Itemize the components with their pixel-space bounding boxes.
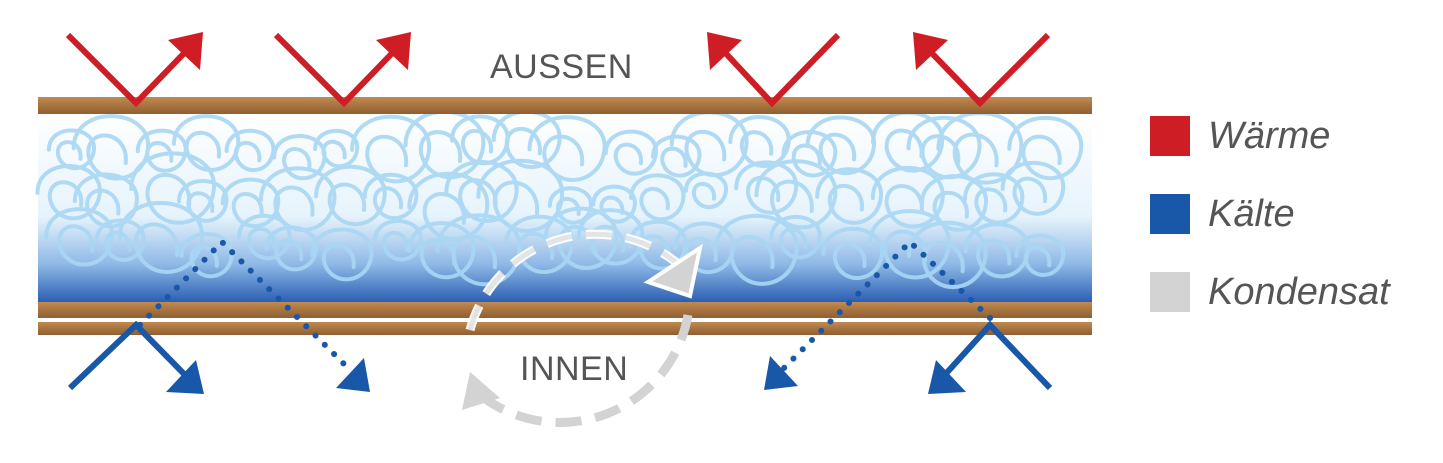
- fiber-loop: [179, 232, 234, 279]
- inside-label: INNEN: [520, 350, 629, 388]
- cold-arrows: [67, 320, 1053, 391]
- fiber-loop: [1014, 233, 1066, 277]
- legend-item-cold: Kälte: [1150, 192, 1390, 235]
- outer-board: [38, 97, 1092, 114]
- heat-arrowheads: [168, 32, 948, 70]
- fiber-loop: [135, 128, 188, 173]
- condensate-swatch: [1150, 272, 1190, 312]
- fiber-loop: [94, 218, 146, 262]
- cold-arrow-4: [939, 320, 1053, 391]
- cold-dotted-path-right: [779, 237, 993, 373]
- fiber-loop: [350, 114, 431, 184]
- fiber-loop: [372, 219, 423, 262]
- cold-arrow-1: [67, 320, 191, 391]
- fiber-loop: [963, 222, 1030, 279]
- fiber-loop: [72, 172, 139, 229]
- fiber-loop: [362, 172, 419, 220]
- fiber-loop: [224, 128, 276, 173]
- fiber-loop: [35, 164, 102, 221]
- heat-arrows: [65, 32, 1051, 108]
- inner-board-top: [38, 302, 1092, 318]
- fiber-loop: [272, 134, 327, 181]
- fiber-loop: [504, 214, 574, 275]
- heat-swatch: [1150, 116, 1190, 156]
- fiber-loop: [314, 164, 387, 227]
- cold-dotted-path-left: [137, 237, 353, 373]
- fiber-loop: [220, 177, 281, 228]
- heat-arrowhead-2: [376, 32, 411, 70]
- condensate-arc-lower: [477, 314, 693, 427]
- fiber-loop: [906, 220, 988, 289]
- fiber-loop: [407, 221, 476, 280]
- condensate-circulation: [465, 229, 694, 427]
- fiber-loop: [781, 130, 838, 178]
- heat-arrow-4: [921, 32, 1051, 108]
- condensate-arrowhead-lower: [462, 372, 500, 410]
- condensate-arrowhead-upper: [643, 243, 703, 299]
- heat-arrowhead-3: [707, 32, 742, 70]
- cold-dotted-arrowhead-2: [336, 358, 370, 392]
- fiber-loop: [476, 158, 564, 233]
- cold-arrowhead-4: [928, 360, 966, 394]
- fiber-loop: [264, 225, 319, 272]
- legend-item-condensate: Kondensat: [1150, 270, 1390, 313]
- cold-arrowhead-1: [166, 360, 204, 394]
- cold-dotted-arrowhead-3: [764, 356, 798, 390]
- legend: Wärme Kälte Kondensat: [1150, 114, 1390, 350]
- fiber-loop: [815, 167, 883, 225]
- fiber-loop: [603, 129, 658, 176]
- fiber-loop: [683, 171, 728, 210]
- fiber-loop: [821, 226, 884, 280]
- fiber-loop: [527, 115, 607, 182]
- fiber-loop: [870, 165, 945, 229]
- fiber-loop: [117, 201, 204, 274]
- heat-arrowhead-4: [913, 32, 948, 70]
- heat-arrowhead-1: [168, 32, 203, 70]
- fiber-loop: [963, 172, 1025, 225]
- cold-swatch: [1150, 194, 1190, 234]
- fiber-loop: [129, 151, 216, 225]
- insulation-fibers: [35, 109, 1084, 289]
- fiber-loop: [713, 213, 799, 286]
- heat-arrow-3: [715, 32, 841, 108]
- legend-label-cold: Kälte: [1208, 192, 1295, 235]
- legend-label-heat: Wärme: [1208, 114, 1331, 157]
- fiber-loop: [171, 114, 241, 172]
- fiber-loop: [71, 114, 151, 181]
- inner-board-bottom: [38, 322, 1092, 335]
- heat-arrow-2: [273, 32, 403, 108]
- cold-arrowheads: [166, 356, 966, 394]
- fiber-loop: [576, 208, 645, 266]
- fiber-loop: [310, 227, 374, 282]
- fiber-loop: [673, 221, 735, 274]
- fiber-loop: [176, 179, 229, 223]
- legend-item-heat: Wärme: [1150, 114, 1390, 157]
- fiber-loop: [769, 214, 822, 260]
- fiber-loop: [313, 128, 360, 169]
- heat-arrow-1: [65, 32, 195, 108]
- outside-label: AUSSEN: [490, 48, 633, 86]
- fiber-loop: [258, 166, 337, 233]
- cold-dotted-paths: [137, 237, 993, 373]
- legend-label-condensate: Kondensat: [1208, 270, 1390, 313]
- fiber-loop: [44, 207, 115, 267]
- fiber-loop: [1000, 160, 1066, 216]
- fiber-loop: [543, 206, 619, 270]
- fiber-loop: [591, 184, 637, 224]
- condensate-arc-upper-shadow: [467, 231, 692, 331]
- fiber-loop: [629, 173, 686, 222]
- fiber-loop: [547, 186, 593, 225]
